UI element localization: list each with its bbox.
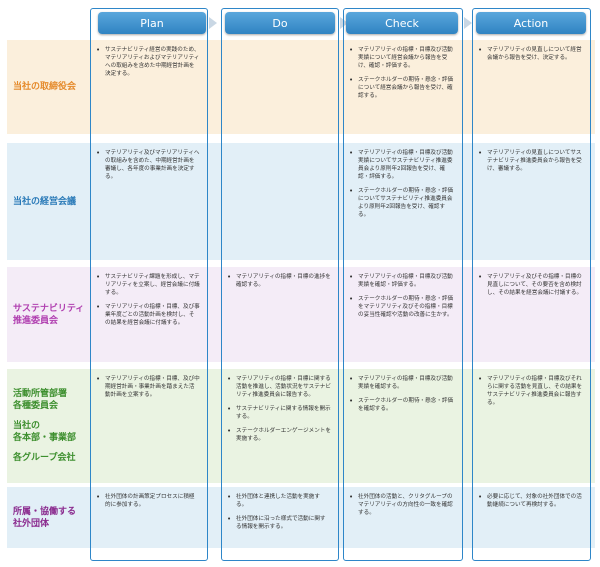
row-label: 当社の経営会議	[7, 143, 90, 260]
column-frame-plan	[90, 8, 208, 561]
cell-text: マテリアリティ及びその指標・目標の見直しについて、その要否を含め検討し、その結果…	[478, 273, 583, 303]
row-label-line: 社外団体	[13, 518, 50, 529]
bullet-list: マテリアリティの指標・目標に関する活動を推進し、活動状況をサステナビリティ推進委…	[227, 375, 331, 443]
bullet-item: ステークホルダーの期待・懸念・評価についてサステナビリティ推進委員会より原則年2…	[349, 187, 455, 219]
column-header-do: Do	[225, 12, 335, 34]
cell-text: 社外団体と連携した活動を実施する。社外団体に沿った様式で活動に関する情報を開示す…	[227, 493, 331, 537]
bullet-item: 社外団体に沿った様式で活動に関する情報を開示する。	[227, 515, 331, 531]
bullet-list: マテリアリティの指標・目標の進捗を確認する。	[227, 273, 331, 289]
bullet-item: サステナビリティ課題を形成し、マテリアリティを立案し、経営会議に付議する。	[96, 273, 200, 297]
bullet-item: マテリアリティの指標・目標及び活動実績を確認・評価する。	[349, 273, 455, 289]
row-label-line: 各本部・事業部	[13, 433, 77, 443]
bullet-list: マテリアリティの指標・目標及び活動実績についてサステナビリティ推進委員会より原則…	[349, 149, 455, 219]
row-label-line: 当社の経営会議	[13, 196, 77, 207]
row-label-line: 当社の取締役会	[13, 82, 77, 92]
bullet-item: マテリアリティの指標・目標及び活動実績を確認する。	[349, 375, 455, 391]
bullet-list: 社外団体の活動と、クリタグループのマテリアリティの方向性の一致を確認する。	[349, 493, 455, 517]
bullet-list: 社外団体の計画策定プロセスに積極的に参加する。	[96, 493, 200, 509]
bullet-item: マテリアリティ及びその指標・目標の見直しについて、その要否を含め検討し、その結果…	[478, 273, 583, 297]
bullet-item: マテリアリティの見直しについて経営会議から報告を受け、決定する。	[478, 46, 583, 62]
row-label: 活動所管部署各種委員会当社の各本部・事業部各グループ会社	[7, 369, 90, 483]
bullet-list: 社外団体と連携した活動を実施する。社外団体に沿った様式で活動に関する情報を開示す…	[227, 493, 331, 531]
bullet-list: マテリアリティの指標・目標、及び中期経営計画・事業計画を踏まえた活動計画を立案す…	[96, 375, 200, 399]
column-frame-check	[343, 8, 463, 561]
bullet-item: 社外団体の計画策定プロセスに積極的に参加する。	[96, 493, 200, 509]
bullet-list: マテリアリティの見直しについてサステナビリティ推進委員会から報告を受け、審議する…	[478, 149, 583, 173]
bullet-item: 必要に応じて、対象の社外団体での活動継続について再検討する。	[478, 493, 583, 509]
bullet-list: マテリアリティの見直しについて経営会議から報告を受け、決定する。	[478, 46, 583, 62]
cell-text: サステナビリティ課題を形成し、マテリアリティを立案し、経営会議に付議する。マテリ…	[96, 273, 200, 333]
cell-text: マテリアリティ及びマテリアリティへの取組みを含めた、中期経営計画を審議し、各年度…	[96, 149, 200, 187]
bullet-list: マテリアリティの指標・目標及び活動実績について経営会議から報告を受け、確認・評価…	[349, 46, 455, 100]
cell-text: マテリアリティの見直しについて経営会議から報告を受け、決定する。	[478, 46, 583, 68]
row-label-line: 所属・協働する	[13, 506, 77, 517]
bullet-list: マテリアリティの指標・目標及びそれらに関する活動を見直し、その結果をサステナビリ…	[478, 375, 583, 407]
bullet-item: マテリアリティの指標・目標、及び中期経営計画・事業計画を踏まえた活動計画を立案す…	[96, 375, 200, 399]
cell-text: マテリアリティの指標・目標及び活動実績について経営会議から報告を受け、確認・評価…	[349, 46, 455, 106]
bullet-item: サステナビリティ経営の実践のため、マテリアリティおよびマテリアリティへの取組みを…	[96, 46, 200, 78]
bullet-list: サステナビリティ経営の実践のため、マテリアリティおよびマテリアリティへの取組みを…	[96, 46, 200, 78]
row-label-line: 活動所管部署	[13, 389, 68, 399]
bullet-list: マテリアリティ及びマテリアリティへの取組みを含めた、中期経営計画を審議し、各年度…	[96, 149, 200, 181]
row-label-line: 推進委員会	[13, 315, 59, 326]
bullet-list: 必要に応じて、対象の社外団体での活動継続について再検討する。	[478, 493, 583, 509]
bullet-item: マテリアリティの指標・目標に関する活動を推進し、活動状況をサステナビリティ推進委…	[227, 375, 331, 399]
bullet-item: ステークホルダーの期待・懸念・評価について経営会議から報告を受け、確認する。	[349, 76, 455, 100]
bullet-item: ステークホルダーの期待・懸念・評価をマテリアリティ及びその指標・目標の妥当性確認…	[349, 295, 455, 319]
column-frame-do	[221, 8, 339, 561]
column-header-action: Action	[476, 12, 586, 34]
arrow-icon	[340, 17, 348, 29]
arrow-icon	[464, 17, 472, 29]
cell-text: マテリアリティの指標・目標に関する活動を推進し、活動状況をサステナビリティ推進委…	[227, 375, 331, 449]
column-header-check: Check	[346, 12, 458, 34]
cell-text: 社外団体の計画策定プロセスに積極的に参加する。	[96, 493, 200, 515]
bullet-item: ステークホルダーの期待・懸念・評価を確認する。	[349, 397, 455, 413]
bullet-list: マテリアリティ及びその指標・目標の見直しについて、その要否を含め検討し、その結果…	[478, 273, 583, 297]
bullet-list: マテリアリティの指標・目標及び活動実績を確認・評価する。ステークホルダーの期待・…	[349, 273, 455, 319]
row-label-line: 当社の	[13, 421, 41, 431]
bullet-item: 社外団体と連携した活動を実施する。	[227, 493, 331, 509]
cell-text: マテリアリティの指標・目標及び活動実績についてサステナビリティ推進委員会より原則…	[349, 149, 455, 225]
arrow-icon	[209, 17, 217, 29]
row-label-line: 各種委員会	[13, 401, 59, 411]
row-label: サステナビリティ推進委員会	[7, 267, 90, 362]
bullet-item: マテリアリティの指標・目標及び活動実績についてサステナビリティ推進委員会より原則…	[349, 149, 455, 181]
bullet-list: サステナビリティ課題を形成し、マテリアリティを立案し、経営会議に付議する。マテリ…	[96, 273, 200, 327]
row-label-line: 各グループ会社	[13, 453, 76, 463]
cell-text: マテリアリティの指標・目標、及び中期経営計画・事業計画を踏まえた活動計画を立案す…	[96, 375, 200, 405]
bullet-item: 社外団体の活動と、クリタグループのマテリアリティの方向性の一致を確認する。	[349, 493, 455, 517]
cell-text: マテリアリティの指標・目標及びそれらに関する活動を見直し、その結果をサステナビリ…	[478, 375, 583, 413]
bullet-item: マテリアリティの指標・目標及びそれらに関する活動を見直し、その結果をサステナビリ…	[478, 375, 583, 407]
column-frame-action	[472, 8, 591, 561]
cell-text: サステナビリティ経営の実践のため、マテリアリティおよびマテリアリティへの取組みを…	[96, 46, 200, 84]
bullet-item: マテリアリティの指標・目標の進捗を確認する。	[227, 273, 331, 289]
cell-text: マテリアリティの指標・目標の進捗を確認する。	[227, 273, 331, 295]
cell-text: マテリアリティの指標・目標及び活動実績を確認・評価する。ステークホルダーの期待・…	[349, 273, 455, 325]
row-label: 所属・協働する社外団体	[7, 487, 90, 548]
row-label-line	[13, 444, 90, 452]
bullet-item: サステナビリティに関する情報を開示する。	[227, 405, 331, 421]
row-label-line: サステナビリティ	[13, 303, 85, 314]
cell-text: 社外団体の活動と、クリタグループのマテリアリティの方向性の一致を確認する。	[349, 493, 455, 523]
cell-text: マテリアリティの見直しについてサステナビリティ推進委員会から報告を受け、審議する…	[478, 149, 583, 179]
column-header-plan: Plan	[98, 12, 206, 34]
bullet-item: マテリアリティの見直しについてサステナビリティ推進委員会から報告を受け、審議する…	[478, 149, 583, 173]
bullet-item: マテリアリティ及びマテリアリティへの取組みを含めた、中期経営計画を審議し、各年度…	[96, 149, 200, 181]
bullet-item: マテリアリティの指標・目標及び活動実績について経営会議から報告を受け、確認・評価…	[349, 46, 455, 70]
cell-text: マテリアリティの指標・目標及び活動実績を確認する。ステークホルダーの期待・懸念・…	[349, 375, 455, 419]
row-label: 当社の取締役会	[7, 40, 90, 134]
bullet-list: マテリアリティの指標・目標及び活動実績を確認する。ステークホルダーの期待・懸念・…	[349, 375, 455, 413]
bullet-item: マテリアリティの指標・目標、及び事業年度ごとの活動計画を検討し、その結果を経営会…	[96, 303, 200, 327]
cell-text: 必要に応じて、対象の社外団体での活動継続について再検討する。	[478, 493, 583, 515]
bullet-item: ステークホルダーエンゲージメントを実施する。	[227, 427, 331, 443]
row-label-line	[13, 412, 90, 420]
